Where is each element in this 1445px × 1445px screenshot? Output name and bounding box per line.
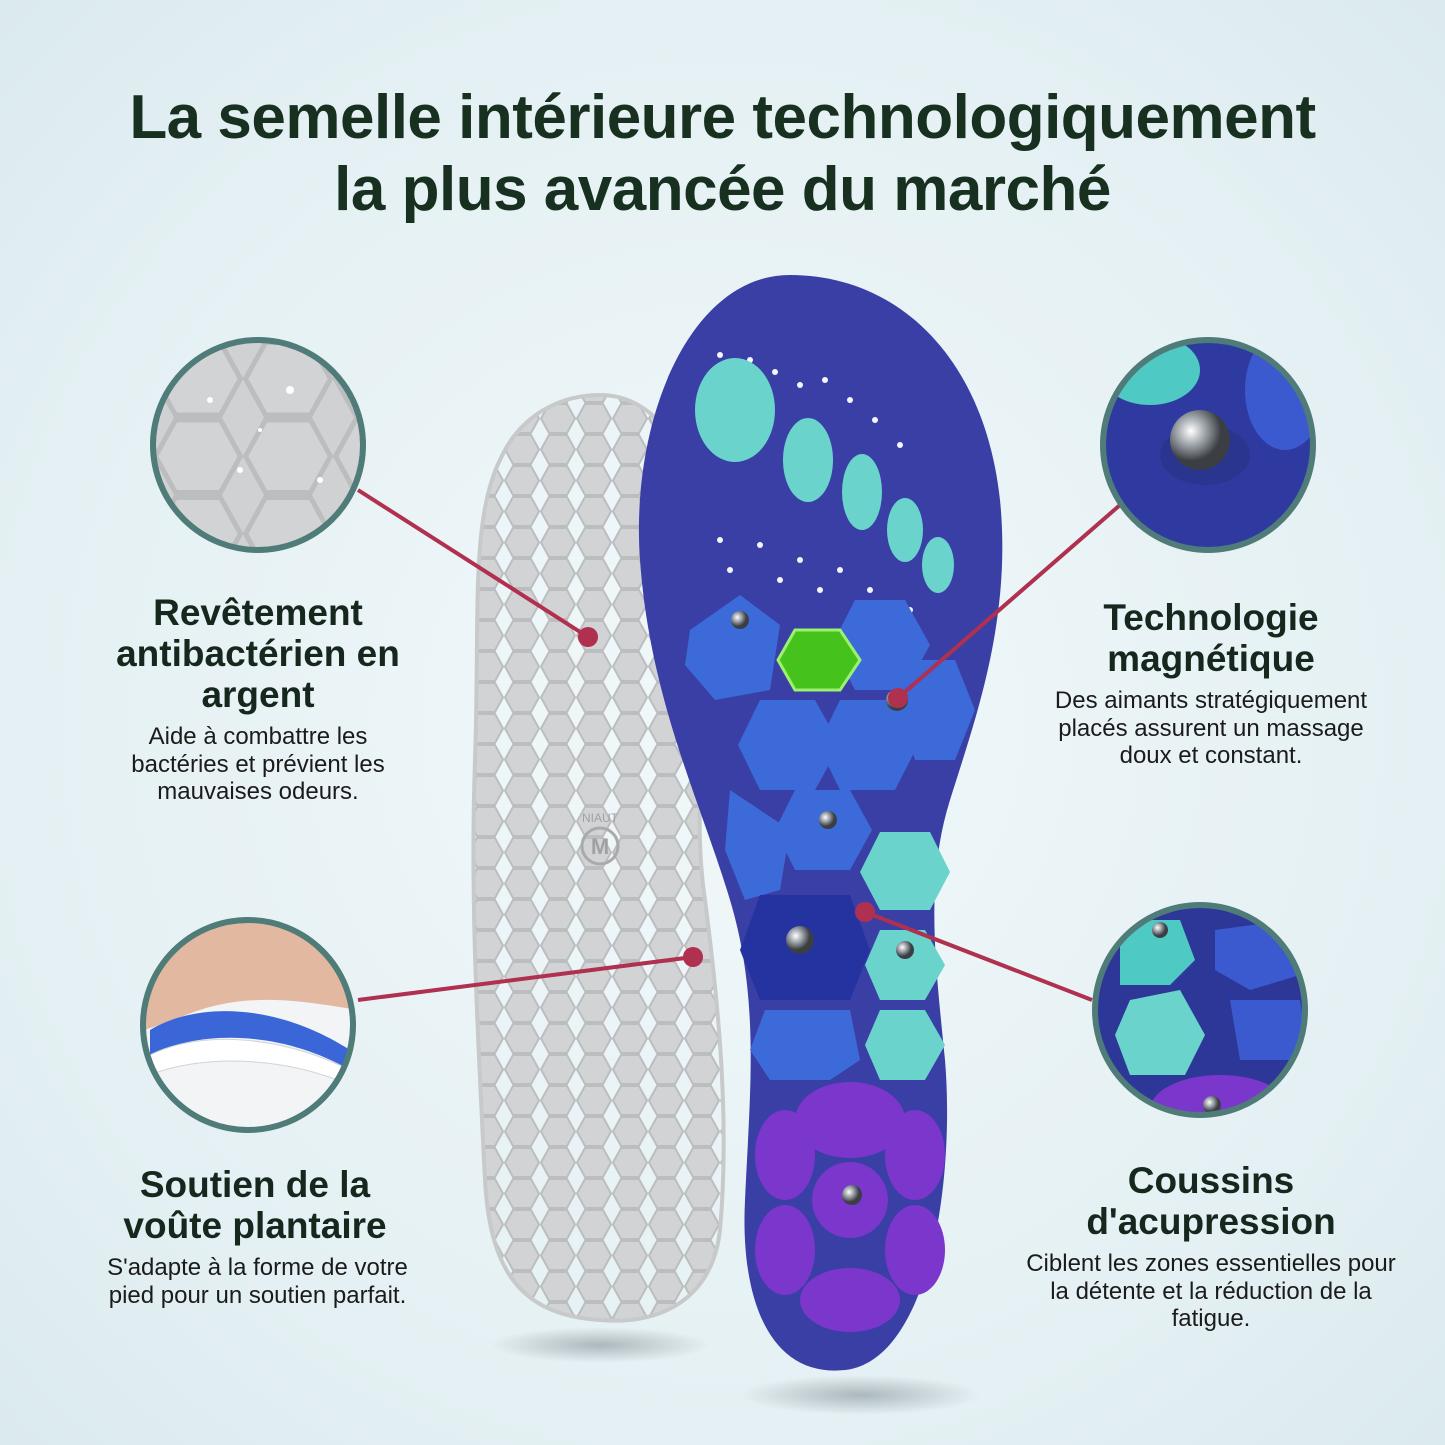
title-line-2: la plus avancée du marché [334,155,1111,224]
detail-circle-magnetic [1100,337,1316,553]
size-badge [580,826,620,866]
feature-description: Ciblent les zones essentielles pour la d… [1026,1250,1396,1332]
shadow [490,1327,710,1363]
feature-arch-support: Soutien de la voûte plantaire S'adapte à… [85,1164,425,1309]
feature-heading: Revêtement antibactérien en argent [116,592,400,715]
blue-acupressure-insole [638,275,1003,1371]
detail-circle-arch-support [140,917,356,1133]
callout-lines [356,488,1122,1002]
brand-marking: NIAUT [582,811,619,825]
size-marking: M [591,834,609,859]
feature-heading: Soutien de la voûte plantaire [123,1164,387,1246]
feature-antibacterial: Revêtement antibactérien en argent Aide … [78,592,438,806]
detail-circle-antibacterial [150,337,366,553]
green-magnet [776,628,862,692]
title-line-1: La semelle intérieure technologiquement [129,83,1316,152]
feature-magnetic: Technologie magnétique Des aimants strat… [1031,597,1391,770]
feature-description: Des aimants stratégiquement placés assur… [1054,687,1368,769]
feature-description: Aide à combattre les bactéries et prévie… [131,723,385,805]
feature-description: S'adapte à la forme de votre pied pour u… [107,1254,408,1309]
feature-heading: Technologie magnétique [1103,597,1319,679]
feature-acupressure: Coussins d'acupression Ciblent les zones… [1026,1160,1396,1333]
feature-heading: Coussins d'acupression [1086,1160,1336,1242]
detail-circle-acupressure [1092,902,1308,1118]
shadow [740,1375,980,1415]
page-title: La semelle intérieure technologiquement … [0,82,1445,226]
